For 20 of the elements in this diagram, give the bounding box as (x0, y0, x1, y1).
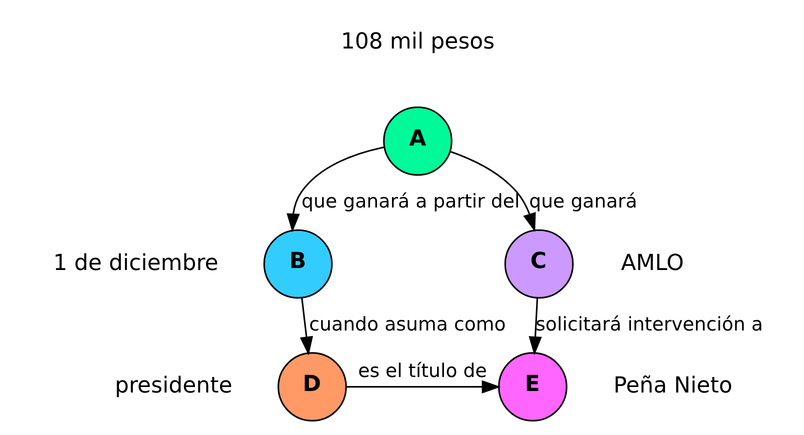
node-circle: A (383, 106, 452, 176)
arrow (450, 150, 536, 232)
edge-label: que ganará a partir del (302, 190, 520, 212)
node-circle: B (263, 229, 333, 299)
node-label: AMLO (620, 250, 684, 276)
edge-label: cuando asuma como (309, 313, 506, 336)
arrow (300, 298, 314, 356)
arrow (528, 298, 542, 356)
node-label: 108 mil pesos (340, 29, 495, 54)
node-circle: E (498, 352, 568, 422)
edge-label: solicitará intervención a (536, 313, 763, 336)
node-label: 1 de diciembre (53, 250, 218, 276)
arrow (346, 380, 501, 394)
edge-label: que ganará (529, 190, 638, 212)
node-circle: D (278, 352, 347, 422)
node-label: presidente (114, 374, 232, 399)
arrow (286, 146, 384, 232)
edge-label: es el título de (358, 360, 487, 382)
node-label: Peña Nieto (613, 374, 732, 399)
node-circle: C (504, 229, 574, 299)
